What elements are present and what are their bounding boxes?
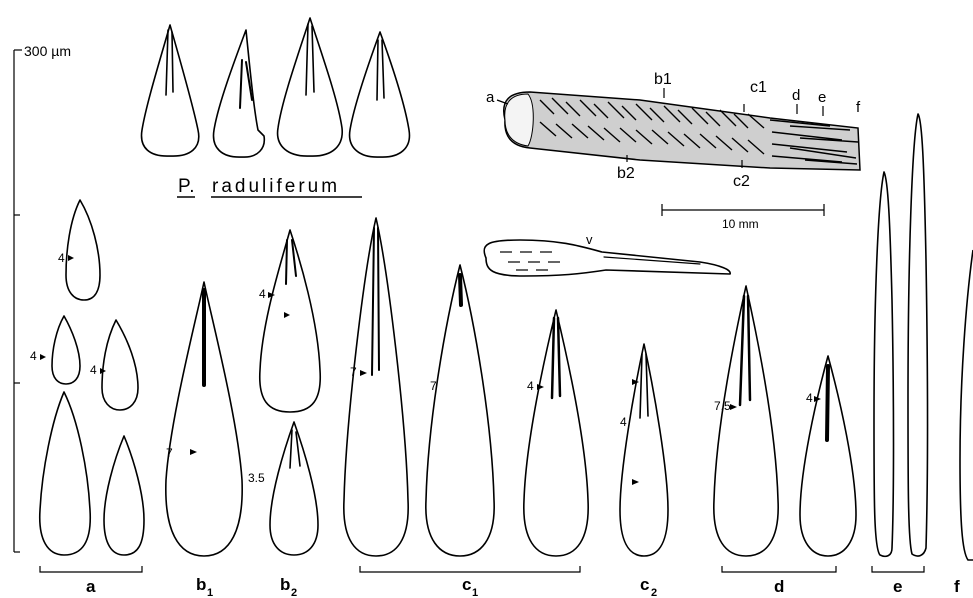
raduliferum-spine-3-core: [306, 24, 314, 95]
marker-e: e: [818, 89, 826, 106]
spine-a-5: [104, 436, 144, 555]
group-label-b1: b: [196, 575, 206, 594]
number-a-top: 4: [58, 251, 65, 265]
number-b1: 7: [166, 446, 173, 460]
number-d-second: 4: [806, 391, 813, 405]
raduliferum-spines: [142, 18, 410, 157]
group-label-b1-subscript: 1: [207, 587, 213, 598]
spine-d-1: [714, 286, 778, 556]
marker-a: a: [486, 89, 495, 106]
group-labels: a b 1 b 2 c 1 c 2 d e f: [86, 575, 960, 598]
group-label-c1-subscript: 1: [472, 587, 478, 598]
raduliferum-spine-1: [142, 25, 199, 156]
spine-c1-3-core: [552, 318, 560, 398]
group-label-b2: b: [280, 575, 290, 594]
spine-e-2: [908, 114, 928, 556]
spine-d-1-core: [740, 296, 750, 405]
group-c1-spines: 7 7 4: [344, 218, 588, 556]
group-b1-spine: 7: [166, 282, 242, 556]
group-label-c2: c: [640, 575, 649, 594]
group-label-d: d: [774, 577, 784, 596]
spine-c1-2: [426, 265, 494, 556]
marker-b2: b2: [617, 165, 635, 182]
group-label-f: f: [954, 577, 960, 596]
group-a-arrowheads: [40, 255, 106, 374]
raduliferum-spine-1-core: [166, 30, 173, 95]
group-c2-spine: 4: [620, 344, 668, 556]
spine-c1-2-core: [460, 275, 461, 305]
spine-b2-1-core: [286, 240, 296, 284]
spine-f: [960, 250, 973, 560]
number-a-right: 4: [90, 363, 97, 377]
raduliferum-spine-3: [278, 18, 343, 156]
marker-c2: c2: [733, 173, 750, 190]
spatulate-dashes: [500, 252, 560, 270]
specimen-scale-label: 10 mm: [722, 217, 759, 231]
specimen-drawing: a b1 b2 c1 c2 d e f 10 mm: [486, 71, 861, 231]
spine-c2: [620, 344, 668, 556]
marker-c1: c1: [750, 79, 767, 96]
number-c1-third: 4: [527, 379, 534, 393]
spine-a-4: [40, 392, 91, 555]
species-name-label: raduliferum: [212, 176, 340, 197]
spine-c1-1: [344, 218, 408, 556]
number-a-left: 4: [30, 349, 37, 363]
spine-a-3: [102, 320, 138, 410]
spine-e-1: [874, 172, 894, 556]
group-label-a: a: [86, 577, 96, 596]
number-b2-lower: 3.5: [248, 471, 265, 485]
marker-b1: b1: [654, 71, 672, 88]
raduliferum-spine-4-core: [377, 40, 384, 100]
spine-a-1: [66, 200, 100, 300]
spine-b2-1: [260, 230, 321, 412]
group-f-spine: [960, 250, 973, 560]
species-title: P. raduliferum: [177, 176, 362, 197]
number-c1-second: 7: [430, 379, 437, 393]
number-b2-upper: 4: [259, 287, 266, 301]
scale-bar-label: 300 µm: [24, 43, 71, 59]
raduliferum-spine-4: [350, 32, 410, 157]
spatulate-arrow-marker: v: [586, 232, 593, 247]
genus-label: P.: [178, 176, 196, 197]
marker-d: d: [792, 87, 800, 104]
group-d-spines: 7.5 4: [714, 286, 856, 556]
number-c2: 4: [620, 415, 627, 429]
group-label-c2-subscript: 2: [651, 587, 657, 598]
spine-c1-1-core: [372, 228, 379, 375]
spine-d-2-core: [827, 366, 828, 440]
group-brackets: [40, 566, 924, 572]
number-c1-first: 7: [350, 365, 357, 379]
group-b2-spines: 4 3.5: [248, 230, 320, 555]
spatulate-structure: v: [484, 232, 730, 276]
spine-c2-core: [640, 354, 648, 418]
group-label-e: e: [893, 577, 902, 596]
marker-f: f: [856, 99, 861, 116]
group-label-c1: c: [462, 575, 471, 594]
spine-c1-3: [524, 310, 588, 556]
spine-a-2: [52, 316, 80, 384]
number-d-first: 7.5: [714, 399, 731, 413]
group-e-spines: [874, 114, 928, 556]
raduliferum-spine-2: [214, 30, 265, 157]
group-a-spines: 4 4 4: [30, 200, 144, 555]
spine-b2-2: [270, 422, 318, 555]
group-label-b2-subscript: 2: [291, 587, 297, 598]
